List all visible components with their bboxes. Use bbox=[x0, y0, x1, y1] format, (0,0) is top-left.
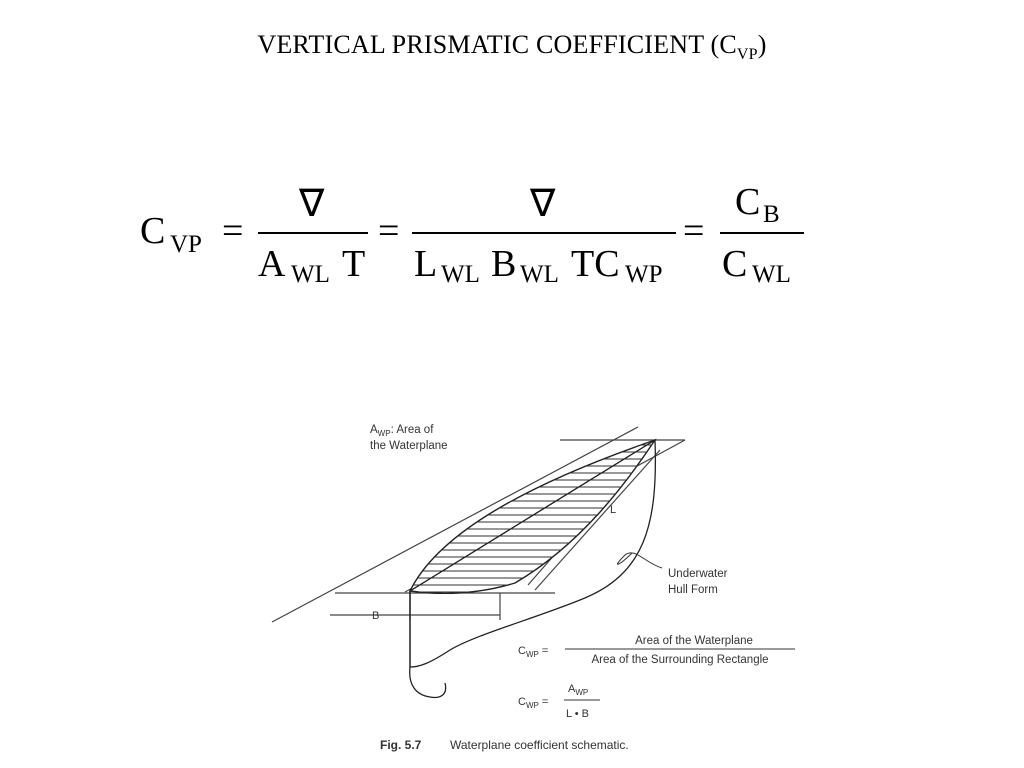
awp-label: AWP: Area of bbox=[370, 424, 434, 438]
hull-label-line1: Underwater bbox=[668, 568, 728, 580]
lhs-subscript: VP bbox=[170, 231, 202, 258]
fraction3-bar bbox=[720, 232, 804, 234]
waterplane-schematic: AWP: Area of the Waterplane L B Underwat… bbox=[271, 424, 795, 752]
waterplane-figure: AWP: Area of the Waterplane L B Underwat… bbox=[260, 405, 820, 760]
title-main: VERTICAL PRISMATIC COEFFICIENT (C bbox=[257, 30, 737, 59]
fraction3-den-C: C bbox=[722, 243, 748, 285]
cwp-formula1-denominator: Area of the Surrounding Rectangle bbox=[591, 654, 768, 666]
fraction2-den-L-sub: WL bbox=[441, 261, 480, 288]
fraction3-num-sub: B bbox=[763, 201, 780, 228]
hull-body-outline bbox=[409, 438, 657, 668]
hull-label-line2: Hull Form bbox=[668, 584, 718, 596]
cvp-formula: C VP = ∇ A WL T = ∇ L WL B WL TC WP = C … bbox=[0, 0, 1024, 300]
cwp-formula2-numerator: AWP bbox=[568, 683, 588, 697]
fraction3-den-sub: WL bbox=[752, 261, 791, 288]
cwp-formula1-lhs: CWP= bbox=[518, 645, 548, 659]
beam-label: B bbox=[372, 610, 379, 622]
rect-left-edge bbox=[271, 426, 639, 623]
equals-sign-3: = bbox=[683, 210, 705, 252]
title-sub: VP bbox=[736, 46, 758, 64]
fraction2-den-TC: TC bbox=[571, 243, 620, 285]
cwp-formula2-denominator: L • B bbox=[566, 708, 589, 720]
hull-leader-line bbox=[616, 552, 663, 569]
fraction2-den-L: L bbox=[414, 243, 438, 285]
fraction2-bar bbox=[412, 232, 676, 234]
fraction1-den-A: A bbox=[258, 243, 286, 285]
fraction3-num-C: C bbox=[735, 181, 761, 223]
lhs-symbol: C bbox=[140, 210, 166, 252]
fraction2-numerator: ∇ bbox=[530, 183, 556, 225]
fraction2-den-B: B bbox=[491, 243, 517, 285]
fraction2-den-C-sub: WP bbox=[625, 261, 663, 288]
slide-title: VERTICAL PRISMATIC COEFFICIENT (CVP) bbox=[0, 30, 1024, 64]
fraction1-numerator: ∇ bbox=[299, 183, 325, 225]
cwp-formula1-numerator: Area of the Waterplane bbox=[635, 635, 753, 647]
cwp-formula2-lhs: CWP= bbox=[518, 696, 548, 710]
hull-keel-outline bbox=[409, 591, 447, 699]
length-dim-line bbox=[534, 449, 661, 591]
awp-label-line2: the Waterplane bbox=[370, 440, 448, 452]
fraction2-den-B-sub: WL bbox=[520, 261, 559, 288]
figure-caption-label: Fig. 5.7 bbox=[380, 738, 422, 752]
title-close: ) bbox=[757, 30, 767, 59]
fraction1-den-T: T bbox=[342, 243, 366, 285]
length-label: L bbox=[610, 504, 616, 516]
equals-sign-1: = bbox=[222, 210, 244, 252]
figure-caption-text: Waterplane coefficient schematic. bbox=[450, 738, 629, 752]
equals-sign-2: = bbox=[378, 210, 400, 252]
fraction1-bar bbox=[258, 232, 368, 234]
fraction1-den-A-sub: WL bbox=[291, 261, 330, 288]
